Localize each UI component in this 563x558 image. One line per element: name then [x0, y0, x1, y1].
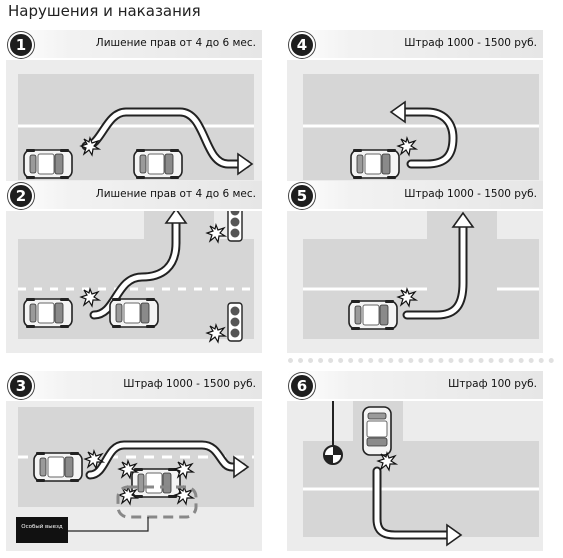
convoy-sign	[16, 517, 68, 543]
traffic-light-icon	[227, 302, 243, 342]
panel-header: 3 Штраф 1000 - 1500 руб.	[6, 371, 262, 399]
scene-overtake-return	[6, 60, 262, 190]
panel-number-badge: 1	[8, 32, 34, 58]
traffic-light-icon	[227, 211, 243, 242]
arrow-head-icon	[451, 211, 475, 228]
penalty-text: Лишение прав от 4 до 6 мес.	[95, 188, 256, 200]
panel-header: 5 Штраф 1000 - 1500 руб.	[287, 181, 543, 209]
escorted-car-icon	[131, 467, 181, 499]
violation-panel-3: 3 Штраф 1000 - 1500 руб. Особый выезд	[6, 371, 262, 551]
penalty-text: Штраф 1000 - 1500 руб.	[404, 188, 537, 200]
violation-panel-6: 6 Штраф 100 руб.	[287, 371, 543, 551]
panel-header: 6 Штраф 100 руб.	[287, 371, 543, 399]
scene-overtake-turn-left	[6, 211, 262, 353]
penalty-text: Штраф 1000 - 1500 руб.	[123, 378, 256, 390]
scene-overtake-convoy: Особый выезд	[6, 401, 262, 551]
scene-one-way-exit	[287, 401, 543, 551]
panel-header: 2 Лишение прав от 4 до 6 мес.	[6, 181, 262, 209]
page-title: Нарушения и наказания	[8, 2, 201, 20]
violation-panel-2: 2 Лишение прав от 4 до 6 мес.	[6, 181, 262, 353]
convoy-outline	[116, 485, 198, 519]
overtaking-car-icon	[33, 451, 83, 483]
panel-number-badge: 5	[289, 183, 315, 209]
overtaking-car-icon	[23, 297, 73, 329]
violation-panel-4: 4 Штраф 1000 - 1500 руб.	[287, 30, 543, 190]
arrow-head-icon	[446, 523, 463, 547]
overtaken-car-icon	[133, 148, 183, 180]
arrow-head-icon	[237, 152, 254, 176]
scene-u-turn	[287, 60, 543, 190]
panel-header: 4 Штраф 1000 - 1500 руб.	[287, 30, 543, 58]
panel-number-badge: 2	[8, 183, 34, 209]
scene-turn-left	[287, 211, 543, 353]
penalty-text: Штраф 100 руб.	[448, 378, 537, 390]
overtaking-car-icon	[23, 148, 73, 180]
panel-header: 1 Лишение прав от 4 до 6 мес.	[6, 30, 262, 58]
penalty-text: Штраф 1000 - 1500 руб.	[404, 37, 537, 49]
arrow-head-icon	[164, 211, 188, 224]
violation-panel-1: 1 Лишение прав от 4 до 6 мес.	[6, 30, 262, 190]
convoy-sign-text: Особый выезд	[21, 523, 63, 530]
overtaken-car-icon	[109, 297, 159, 329]
panel-number-badge: 6	[289, 373, 315, 399]
arrow-head-icon	[389, 100, 406, 124]
no-entry-sign-icon	[323, 401, 343, 465]
car-icon	[350, 148, 400, 180]
panel-number-badge: 3	[8, 373, 34, 399]
divider	[288, 358, 554, 363]
penalty-text: Лишение прав от 4 до 6 мес.	[95, 37, 256, 49]
panel-number-badge: 4	[289, 32, 315, 58]
violation-panel-5: 5 Штраф 1000 - 1500 руб.	[287, 181, 543, 353]
car-icon	[362, 406, 392, 456]
car-icon	[348, 299, 398, 331]
arrow-head-icon	[233, 455, 250, 479]
